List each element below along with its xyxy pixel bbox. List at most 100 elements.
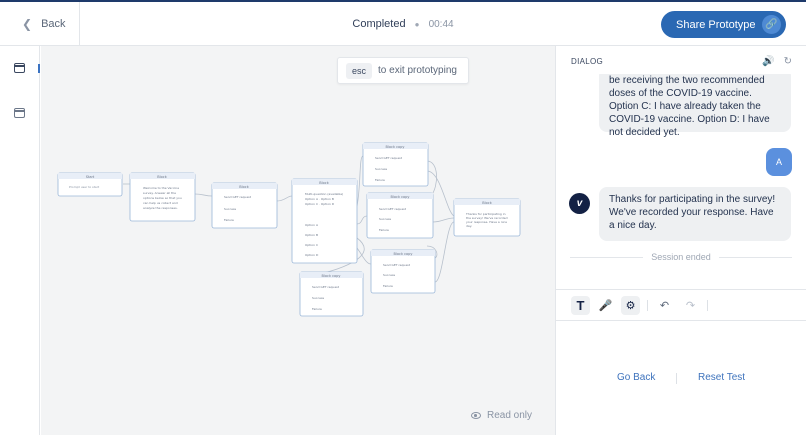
flow-block-welcome: Block Welcome to the Vaccine survey. Ans… <box>129 172 196 222</box>
block-line: Thanks for participating in <box>465 212 506 216</box>
block-line: Prompt user to start <box>69 185 100 189</box>
top-bar: ❮ Back Completed ● 00:44 Share Prototype… <box>0 0 806 46</box>
left-rail <box>0 46 40 435</box>
block-line: Send GET request <box>379 207 407 211</box>
block-line: Multi-question (available) <box>305 192 343 196</box>
connector <box>194 193 213 197</box>
active-indicator <box>38 64 40 73</box>
toolbar-divider <box>707 300 708 311</box>
connector <box>356 155 364 207</box>
block-line: Success <box>379 217 392 221</box>
block-title: Block copy <box>391 195 410 199</box>
block-line: the survey! We've recorded <box>466 216 508 220</box>
block-line: Success <box>312 296 325 300</box>
block-title: Block <box>482 201 492 205</box>
transcripts-icon[interactable] <box>14 108 25 118</box>
block-line: Option D <box>305 253 319 257</box>
volume-icon[interactable]: 🔊 <box>762 56 775 67</box>
link-icon: 🔗 <box>762 15 781 34</box>
flow-canvas[interactable]: Start Prompt user to start Block Welcome… <box>41 46 555 435</box>
block-line: your response. Have a nice <box>466 220 507 224</box>
flow-block-copy: Block copy Send GET request Success Fail… <box>299 271 364 317</box>
dialog-panel: DIALOG 🔊 ↻ be receiving the two recommen… <box>555 46 806 435</box>
session-timer: 00:44 <box>428 19 454 30</box>
connector <box>426 160 437 197</box>
redo-icon[interactable]: ↷ <box>685 300 696 312</box>
connector <box>426 245 438 259</box>
block-line: Option C <box>305 243 318 247</box>
flow-block-thanks: Block Thanks for participating in the su… <box>453 198 521 237</box>
prototype-status: Completed ● 00:44 <box>0 18 806 30</box>
block-line: Failure <box>383 284 393 288</box>
block-line: Option A <box>305 223 319 227</box>
dialog-controls: 🔊 ↻ <box>756 56 792 67</box>
flow-block-copy: Block copy Send GET request Success Fail… <box>370 249 436 294</box>
block-line: survey. Answer all the <box>143 191 176 195</box>
connector <box>276 195 293 202</box>
block-line: Welcome to the Vaccine <box>143 186 179 190</box>
voice-mode-icon[interactable]: ⚙ <box>621 296 640 315</box>
back-button[interactable]: ❮ Back <box>0 2 80 46</box>
canvas-icon[interactable] <box>14 63 25 73</box>
flow-block-request: Block Send GET request Success Failure <box>211 182 278 229</box>
assistant-avatar: v <box>569 193 590 214</box>
block-line: Send GET request <box>375 156 403 160</box>
read-only-label: Read only <box>486 410 532 421</box>
flow-block-copy: Block copy Send GET request Success Fail… <box>362 142 429 187</box>
flow-block-choice: Block Multi-question (available) Option … <box>291 178 358 264</box>
restart-icon[interactable]: ↻ <box>783 56 792 67</box>
text-mode-icon[interactable]: T <box>571 296 590 315</box>
user-message: A <box>766 148 792 176</box>
go-back-link[interactable]: Go Back <box>617 372 656 383</box>
connector <box>356 247 372 265</box>
esc-key: esc <box>346 62 373 79</box>
reset-test-link[interactable]: Reset Test <box>698 372 746 383</box>
connector <box>434 221 455 283</box>
block-line: Send GET request <box>224 195 252 199</box>
block-title: Block <box>239 185 249 189</box>
flow-block-start: Start Prompt user to start <box>57 172 123 197</box>
block-line: Success <box>375 167 388 171</box>
block-line: Success <box>383 273 396 277</box>
dialog-messages: be receiving the two recommended doses o… <box>556 74 806 274</box>
block-line: Success <box>224 207 237 211</box>
block-line: can help us collect and <box>143 201 178 205</box>
block-line: Option B <box>305 233 318 237</box>
flow-block-copy: Block copy Send GET request Success Fail… <box>366 192 434 239</box>
block-title: Block copy <box>322 274 341 278</box>
block-line: Option C · Option D <box>305 202 335 206</box>
block-line: Failure <box>312 307 322 311</box>
connector <box>426 170 455 217</box>
connector <box>432 217 455 223</box>
block-title: Block <box>319 181 329 185</box>
separator-dot: ● <box>414 20 420 29</box>
share-prototype-button[interactable]: Share Prototype 🔗 <box>661 11 786 38</box>
connector <box>356 215 368 225</box>
block-title: Start <box>86 175 95 179</box>
status-label: Completed <box>352 18 406 30</box>
microphone-icon[interactable]: 🎤 <box>598 300 613 312</box>
footer-divider <box>676 373 677 384</box>
toolbar-divider <box>647 300 648 311</box>
block-line: Failure <box>375 178 385 182</box>
input-mode-toolbar: T 🎤 ⚙ ↶ ↷ <box>556 289 806 321</box>
session-ended-divider: Session ended <box>570 252 792 262</box>
block-line: Send GET request <box>383 263 411 267</box>
flow-diagram: Start Prompt user to start Block Welcome… <box>57 142 521 317</box>
eye-icon <box>470 412 481 419</box>
exit-prototyping-hint: esc to exit prototyping <box>337 57 469 84</box>
assistant-message: be receiving the two recommended doses o… <box>599 74 791 138</box>
share-prototype-label: Share Prototype <box>676 18 756 31</box>
block-line: options below so that you <box>143 196 182 200</box>
read-only-indicator: Read only <box>470 410 532 421</box>
assistant-message: Thanks for participating in the survey! … <box>599 187 791 241</box>
block-title: Block copy <box>394 252 413 256</box>
block-line: analyze the responses. <box>143 206 178 210</box>
block-line: Option A · Option B <box>305 197 334 201</box>
block-line: day. <box>466 224 472 228</box>
chevron-left-icon: ❮ <box>22 17 33 31</box>
block-line: Failure <box>224 218 234 222</box>
block-title: Block <box>157 175 167 179</box>
undo-icon[interactable]: ↶ <box>659 300 670 312</box>
exit-hint-text: to exit prototyping <box>378 65 457 76</box>
